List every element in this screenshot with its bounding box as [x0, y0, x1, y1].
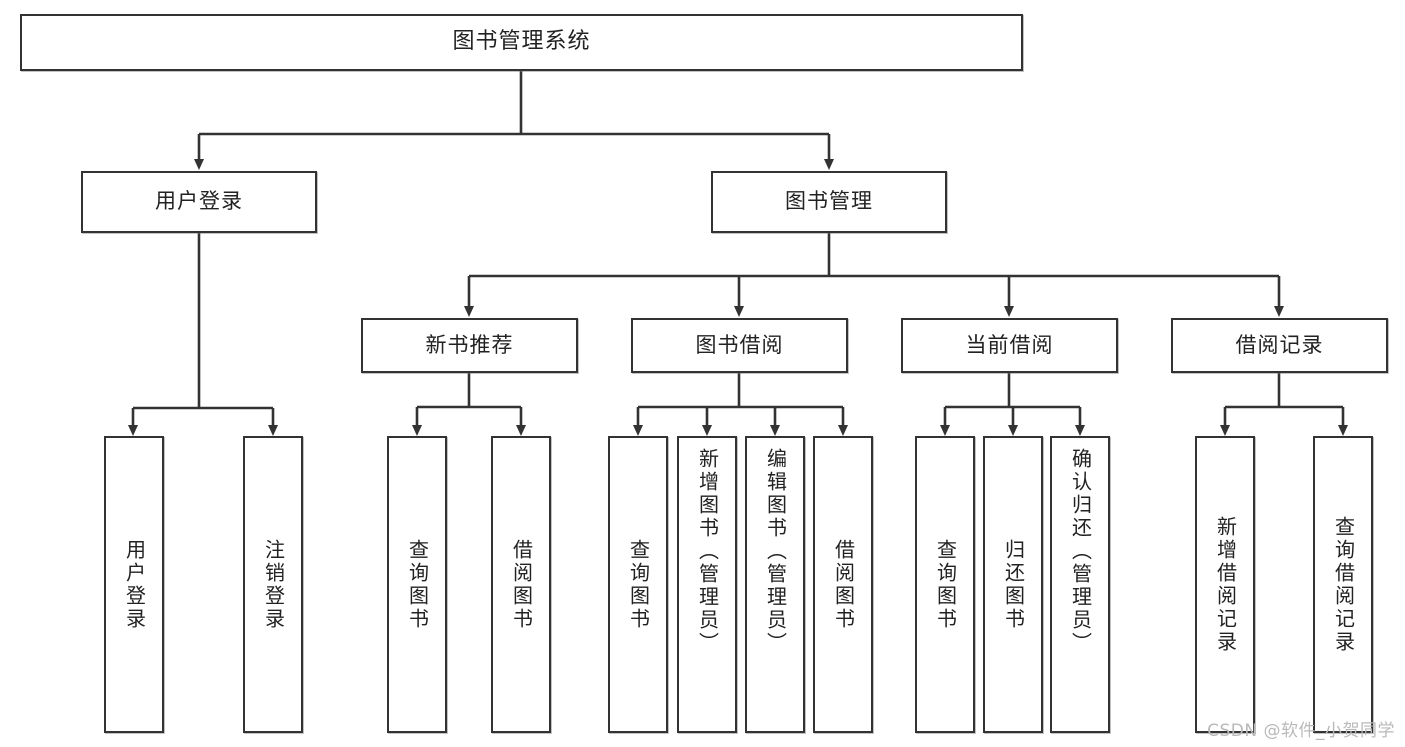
leaf-label: 新增图书（管理员）	[695, 448, 720, 655]
leaf-current-query-book[interactable]: 查询图书	[915, 436, 975, 733]
leaf-label: 用户登录	[122, 538, 147, 631]
leaf-record-query-record[interactable]: 查询借阅记录	[1313, 436, 1373, 733]
leaf-borrow-borrow-book[interactable]: 借阅图书	[813, 436, 873, 733]
node-label: 借阅记录	[1235, 332, 1324, 357]
leaf-label: 查询图书	[933, 538, 958, 631]
node-user-login[interactable]: 用户登录	[81, 171, 317, 233]
leaf-record-add-record[interactable]: 新增借阅记录	[1195, 436, 1255, 733]
csdn-watermark: CSDN @软件_小贺同学	[1207, 721, 1395, 741]
node-label: 图书管理	[785, 189, 873, 214]
node-book-management[interactable]: 图书管理	[711, 171, 947, 233]
leaf-label: 编辑图书（管理员）	[763, 448, 788, 655]
leaf-current-return-book[interactable]: 归还图书	[983, 436, 1043, 733]
leaf-logout-login[interactable]: 注销登录	[243, 436, 303, 733]
node-new-book-recommend[interactable]: 新书推荐	[361, 318, 578, 373]
leaf-label: 确认归还（管理员）	[1068, 448, 1093, 655]
leaf-label: 借阅图书	[509, 538, 534, 631]
node-root-system[interactable]: 图书管理系统	[20, 14, 1023, 71]
leaf-newbook-borrow-book[interactable]: 借阅图书	[491, 436, 551, 733]
node-label: 图书借阅	[695, 332, 784, 357]
leaf-newbook-query-book[interactable]: 查询图书	[387, 436, 447, 733]
leaf-label: 新增借阅记录	[1213, 515, 1238, 654]
leaf-label: 查询图书	[405, 538, 430, 631]
leaf-label: 归还图书	[1001, 538, 1026, 631]
node-current-borrow[interactable]: 当前借阅	[901, 318, 1118, 373]
node-borrow-record[interactable]: 借阅记录	[1171, 318, 1388, 373]
leaf-label: 查询图书	[626, 538, 651, 631]
leaf-current-confirm-return-admin[interactable]: 确认归还（管理员）	[1050, 436, 1110, 733]
node-label: 图书管理系统	[452, 29, 591, 55]
leaf-borrow-edit-book-admin[interactable]: 编辑图书（管理员）	[745, 436, 805, 733]
leaf-label: 查询借阅记录	[1331, 515, 1356, 654]
leaf-borrow-query-book[interactable]: 查询图书	[608, 436, 668, 733]
node-label: 当前借阅	[965, 332, 1054, 357]
node-label: 新书推荐	[425, 332, 514, 357]
node-label: 用户登录	[155, 189, 243, 214]
leaf-label: 注销登录	[261, 538, 286, 631]
leaf-user-login[interactable]: 用户登录	[104, 436, 164, 733]
leaf-borrow-add-book-admin[interactable]: 新增图书（管理员）	[677, 436, 737, 733]
leaf-label: 借阅图书	[831, 538, 856, 631]
node-book-borrow[interactable]: 图书借阅	[631, 318, 848, 373]
